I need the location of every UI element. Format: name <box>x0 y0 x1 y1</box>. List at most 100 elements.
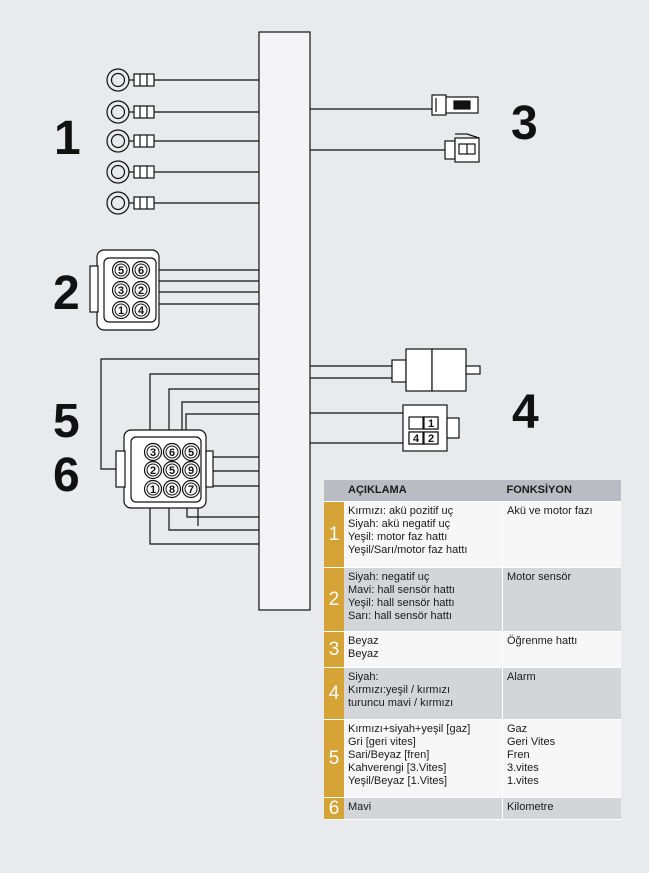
description-line: Gri [geri vites] <box>348 736 416 748</box>
group-label-1: 1 <box>54 112 81 165</box>
row-function: Alarm <box>502 667 621 720</box>
pin-number: 6 <box>169 447 175 459</box>
description-line: Siyah: <box>348 671 379 683</box>
description-line: Mavi <box>348 801 372 813</box>
row-function: Motor sensör <box>502 567 621 632</box>
pin-number: 5 <box>118 265 124 277</box>
pin-number: 4 <box>413 433 420 445</box>
pin-ring <box>114 283 128 297</box>
pin-ring <box>165 482 179 496</box>
pin-number: 5 <box>188 447 194 459</box>
connector-pin <box>423 431 439 445</box>
function-line: 1.vites <box>507 775 539 787</box>
function-line: Öğrenme hattı <box>507 635 578 647</box>
description-line: Kahverengi [3.Vites] <box>348 762 447 774</box>
pin-ring <box>184 482 198 496</box>
pin-number: 2 <box>138 285 144 297</box>
description-line: Beyaz <box>348 648 379 660</box>
legend-row: 5 Kırmızı+siyah+yeşil [gaz] Gri [geri vi… <box>324 719 621 798</box>
group-label-3: 3 <box>511 97 538 150</box>
pin-ring <box>146 482 160 496</box>
pin-ring <box>184 445 198 459</box>
connector-pin <box>423 416 439 430</box>
legend-row: 3 Beyaz Beyaz Öğrenme hattı <box>324 631 621 668</box>
legend-row: 4 Siyah: Kırmızı:yeşil / kırmızı turuncu… <box>324 667 621 720</box>
pin-ring <box>165 445 179 459</box>
header-num <box>324 480 344 502</box>
function-line: Fren <box>507 749 530 761</box>
legend-table: AÇIKLAMA FONKSİYON 1 Kırmızı: akü poziti… <box>324 480 621 820</box>
row-number: 1 <box>324 501 344 568</box>
pin-number: 8 <box>169 484 175 496</box>
function-line: Gaz <box>507 723 528 735</box>
row-description: Beyaz Beyaz <box>344 631 503 668</box>
row-number: 6 <box>324 797 344 820</box>
group-label-4: 4 <box>512 386 539 439</box>
pin-number: 4 <box>138 305 145 317</box>
row-number: 3 <box>324 631 344 668</box>
pin-ring <box>146 445 160 459</box>
ring-terminal <box>106 129 259 153</box>
row-function: Gaz Geri Vites Fren 3.vites 1.vites <box>502 719 621 798</box>
connector-pin <box>408 431 424 445</box>
controller-bar <box>258 31 311 611</box>
pin-number: 3 <box>118 285 124 297</box>
pin-number: 1 <box>150 484 156 496</box>
pin-number: 5 <box>169 465 175 477</box>
pin-number: 2 <box>428 433 434 445</box>
pin-ring <box>114 263 128 277</box>
description-line: Yeşil: hall sensör hattı <box>348 597 455 609</box>
description-line: Kırmızı:yeşil / kırmızı <box>348 684 451 696</box>
description-line: Kırmızı: akü pozitif uç <box>348 505 454 517</box>
description-line: Beyaz <box>348 635 379 647</box>
row-description: Mavi <box>344 797 503 820</box>
description-line: Siyah: negatif uç <box>348 571 430 583</box>
pin-ring <box>184 463 198 477</box>
function-line: Akü ve motor fazı <box>507 505 593 517</box>
row-number: 4 <box>324 667 344 720</box>
group-label-6: 6 <box>53 449 80 502</box>
group-label-2: 2 <box>53 267 80 320</box>
legend-row: 2 Siyah: negatif uç Mavi: hall sensör ha… <box>324 567 621 632</box>
pin-number: 1 <box>118 305 124 317</box>
legend-header-row: AÇIKLAMA FONKSİYON <box>324 480 621 502</box>
pin-number: 9 <box>188 465 194 477</box>
description-line: turuncu mavi / kırmızı <box>348 697 454 709</box>
description-line: Mavi: hall sensör hattı <box>348 584 455 596</box>
row-description: Kırmızı+siyah+yeşil [gaz] Gri [geri vite… <box>344 719 503 798</box>
function-line: Alarm <box>507 671 536 683</box>
pin-number: 3 <box>150 447 156 459</box>
pin-ring <box>134 303 148 317</box>
group-label-5: 5 <box>53 395 80 448</box>
row-function: Öğrenme hattı <box>502 631 621 668</box>
pin-ring <box>134 263 148 277</box>
legend-row: 6 Mavi Kilometre <box>324 797 621 820</box>
row-function: Akü ve motor fazı <box>502 501 621 568</box>
header-description: AÇIKLAMA <box>344 480 503 502</box>
alarm-connector-group <box>310 348 481 452</box>
pin-number: 2 <box>150 465 156 477</box>
function-line: 3.vites <box>507 762 539 774</box>
function-line: Kilometre <box>507 801 554 813</box>
row-function: Kilometre <box>502 797 621 820</box>
pin-ring <box>134 283 148 297</box>
header-function: FONKSİYON <box>502 480 621 502</box>
ring-terminal <box>106 191 259 215</box>
description-line: Yeşil/Sarı/motor faz hattı <box>348 544 468 556</box>
learning-connector-group <box>310 94 480 163</box>
row-number: 5 <box>324 719 344 798</box>
pin-ring <box>146 463 160 477</box>
ring-terminal-group <box>106 68 259 215</box>
description-line: Sari/Beyaz [fren] <box>348 749 430 761</box>
pin-ring <box>165 463 179 477</box>
ring-terminal <box>106 68 259 92</box>
row-number: 2 <box>324 567 344 632</box>
function-line: Geri Vites <box>507 736 556 748</box>
pin-number: 6 <box>138 265 144 277</box>
description-line: Siyah: akü negatif uç <box>348 518 451 530</box>
description-line: Yeşil: motor faz hattı <box>348 531 448 543</box>
description-line: Yeşil/Beyaz [1.Vites] <box>348 775 448 787</box>
